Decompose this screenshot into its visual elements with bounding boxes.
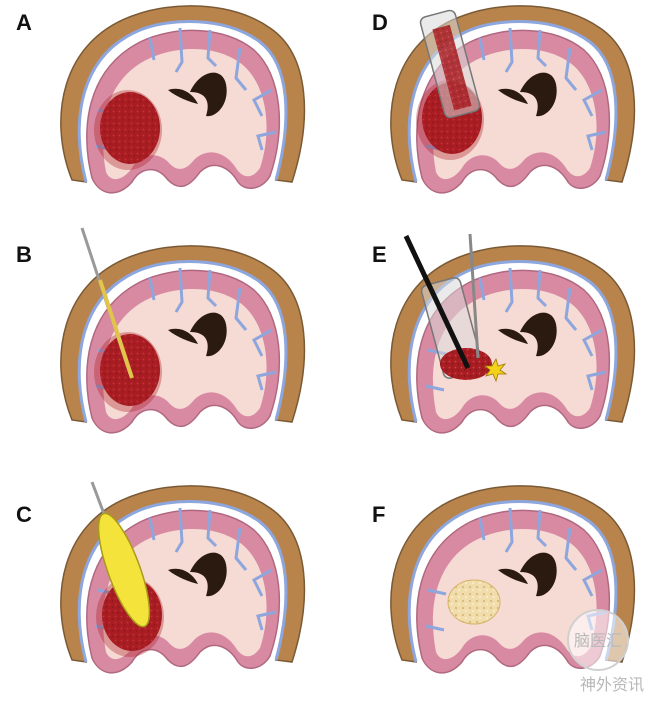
panel-c [59,481,306,675]
panel-label-e: E [372,242,387,267]
panel-b [59,227,306,435]
balloon [97,512,151,628]
panel-label-c: C [16,502,32,527]
panel-label-d: D [372,10,388,35]
panel-f [389,484,636,675]
residual-cavity [447,579,501,625]
panel-label-a: A [16,10,32,35]
panel-label-f: F [372,502,385,527]
watermark: 脑医汇 神外资讯 [567,609,644,694]
watermark-caption: 神外资讯 [580,675,644,694]
cautery-spark [483,357,508,383]
suction-tool [468,233,480,359]
watermark-logo-icon [567,609,629,671]
panel-e [389,233,636,435]
watermark-logo-text: 脑医汇 [574,631,622,650]
panel-label-b: B [16,242,32,267]
panel-d [389,4,636,195]
endoscope [403,234,471,370]
panel-a [59,4,306,195]
hematoma [94,90,162,170]
